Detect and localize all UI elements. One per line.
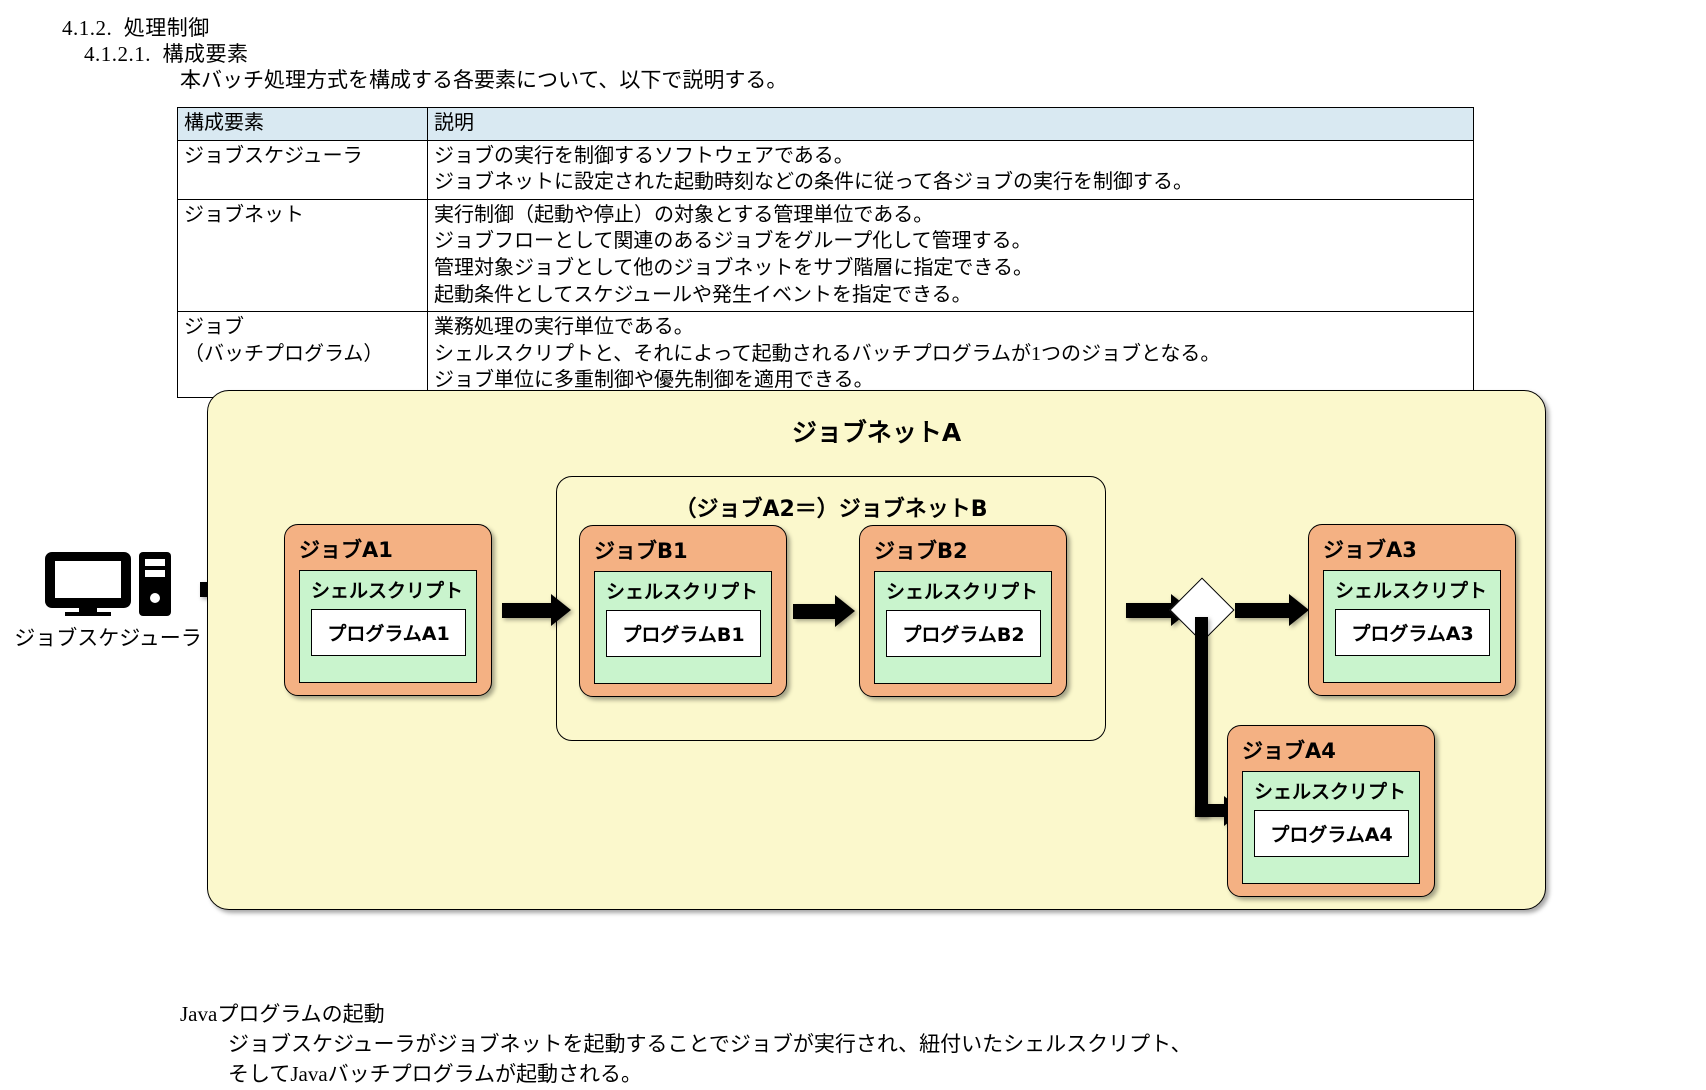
table-cell-description: ジョブの実行を制御するソフトウェアである。 ジョブネットに設定された起動時刻など…	[427, 139, 1474, 200]
batch-architecture-diagram: ジョブスケジューラ ジョブネットA ジョブA1 シェルスクリプト プログラムA1…	[0, 370, 1706, 915]
table-row: ジョブネット 実行制御（起動や停止）の対象とする管理単位である。 ジョブフローと…	[177, 198, 1474, 313]
table-cell-description: 実行制御（起動や停止）の対象とする管理単位である。 ジョブフローとして関連のある…	[427, 198, 1474, 313]
computer-icon	[45, 552, 171, 616]
job-title-a3: ジョブA3	[1323, 538, 1417, 562]
arrow-b2-to-decision	[1126, 594, 1191, 626]
table-header-component: 構成要素	[177, 107, 428, 141]
cell-text: 起動条件としてスケジュールや発生イベントを指定できる。	[434, 283, 972, 306]
shell-script-label-b1: シェルスクリプト	[606, 581, 759, 603]
caption-line-3: そしてJavaバッチプログラムが起動される。	[228, 1061, 643, 1086]
connector-decision-to-a4-horizontal	[1195, 795, 1243, 826]
program-label-a3: プログラムA3	[1351, 623, 1474, 645]
connector-decision-to-a4-vertical	[1195, 617, 1208, 817]
job-title-b1: ジョブB1	[594, 539, 688, 563]
program-label-b2: プログラムB2	[902, 624, 1025, 646]
arrow-a1-to-b1	[502, 594, 571, 626]
arrow-decision-to-a3	[1235, 594, 1309, 626]
caption-line-2: ジョブスケジューラがジョブネットを起動することでジョブが実行され、紐付いたシェル…	[228, 1031, 1192, 1056]
cell-text: （バッチプログラム）	[184, 342, 384, 365]
shell-script-label-a3: シェルスクリプト	[1335, 580, 1488, 602]
cell-text: ジョブネットに設定された起動時刻などの条件に従って各ジョブの実行を制御する。	[434, 171, 1193, 194]
job-box-a3: ジョブA3 シェルスクリプト プログラムA3	[1308, 524, 1516, 696]
jobnet-b-container: （ジョブA2＝）ジョブネットB ジョブB1 シェルスクリプト プログラムB1 ジ…	[556, 476, 1106, 741]
cell-text: ジョブフローとして関連のあるジョブをグループ化して管理する。	[434, 230, 1032, 253]
table-header-description: 説明	[427, 107, 1474, 141]
job-title-a1: ジョブA1	[299, 538, 393, 562]
program-label-a4: プログラムA4	[1270, 824, 1393, 846]
program-box-a4: プログラムA4	[1254, 810, 1409, 857]
jobnet-a-container: ジョブネットA ジョブA1 シェルスクリプト プログラムA1 （ジョブA2＝）ジ…	[207, 390, 1546, 910]
shell-script-box-a3: シェルスクリプト プログラムA3	[1323, 570, 1501, 683]
cell-text: 実行制御（起動や停止）の対象とする管理単位である。	[434, 203, 934, 226]
arrow-b1-to-b2	[793, 595, 855, 627]
cell-text: ジョブの実行を制御するソフトウェアである。	[434, 144, 854, 167]
table-header-row: 構成要素 説明	[177, 107, 1474, 141]
program-box-a1: プログラムA1	[311, 609, 466, 656]
program-box-b1: プログラムB1	[606, 610, 761, 657]
cell-text: ジョブ	[184, 316, 244, 339]
section-heading-4-1-2-1: 4.1.2.1. 構成要素	[84, 38, 249, 68]
section-number: 4.1.2.	[62, 16, 113, 40]
cell-text: シェルスクリプトと、それによって起動されるバッチプログラムが1つのジョブとなる。	[434, 342, 1221, 365]
subsection-title: 構成要素	[162, 42, 249, 66]
job-box-a1: ジョブA1 シェルスクリプト プログラムA1	[284, 524, 492, 696]
jobnet-a-title: ジョブネットA	[791, 418, 962, 447]
cell-text: 管理対象ジョブとして他のジョブネットをサブ階層に指定できる。	[434, 256, 1033, 279]
shell-script-label-a4: シェルスクリプト	[1254, 781, 1407, 803]
cell-text: ジョブスケジューラ	[184, 144, 363, 167]
job-box-b1: ジョブB1 シェルスクリプト プログラムB1	[579, 525, 787, 697]
section-heading-4-1-2: 4.1.2. 処理制御	[62, 12, 210, 42]
shell-script-label-a1: シェルスクリプト	[311, 580, 464, 602]
cell-text: ジョブネット	[184, 203, 304, 226]
program-label-a1: プログラムA1	[327, 623, 450, 645]
table-cell-component: ジョブネット	[177, 198, 428, 313]
job-box-a4: ジョブA4 シェルスクリプト プログラムA4	[1227, 725, 1435, 897]
program-label-b1: プログラムB1	[622, 624, 745, 646]
figure-caption: Javaプログラムの起動 ジョブスケジューラがジョブネットを起動することでジョブ…	[180, 1000, 1192, 1089]
table-row: ジョブ （バッチプログラム） 業務処理の実行単位である。 シェルスクリプトと、そ…	[177, 311, 1474, 398]
job-scheduler-node: ジョブスケジューラ	[8, 550, 208, 652]
job-title-a4: ジョブA4	[1242, 739, 1336, 763]
shell-script-box-a1: シェルスクリプト プログラムA1	[299, 570, 477, 683]
job-box-b2: ジョブB2 シェルスクリプト プログラムB2	[859, 525, 1067, 697]
shell-script-label-b2: シェルスクリプト	[886, 581, 1039, 603]
cell-text: 業務処理の実行単位である。	[434, 316, 694, 339]
subsection-number: 4.1.2.1.	[84, 42, 151, 66]
shell-script-box-a4: シェルスクリプト プログラムA4	[1242, 771, 1420, 884]
table-cell-description: 業務処理の実行単位である。 シェルスクリプトと、それによって起動されるバッチプロ…	[427, 311, 1474, 398]
section-title: 処理制御	[123, 16, 210, 40]
job-title-b2: ジョブB2	[874, 539, 968, 563]
components-table: 構成要素 説明 ジョブスケジューラ ジョブの実行を制御するソフトウェアである。 …	[177, 107, 1474, 398]
jobnet-b-title: （ジョブA2＝）ジョブネットB	[674, 497, 988, 522]
table-row: ジョブスケジューラ ジョブの実行を制御するソフトウェアである。 ジョブネットに設…	[177, 139, 1474, 200]
shell-script-box-b1: シェルスクリプト プログラムB1	[594, 571, 772, 684]
intro-paragraph: 本バッチ処理方式を構成する各要素について、以下で説明する。	[180, 68, 788, 92]
program-box-a3: プログラムA3	[1335, 609, 1490, 656]
cell-text: ジョブ単位に多重制御や優先制御を適用できる。	[434, 369, 874, 392]
table-cell-component: ジョブスケジューラ	[177, 139, 428, 200]
shell-script-box-b2: シェルスクリプト プログラムB2	[874, 571, 1052, 684]
job-scheduler-label: ジョブスケジューラ	[14, 626, 202, 650]
caption-line-1: Javaプログラムの起動	[180, 1002, 385, 1026]
program-box-b2: プログラムB2	[886, 610, 1041, 657]
